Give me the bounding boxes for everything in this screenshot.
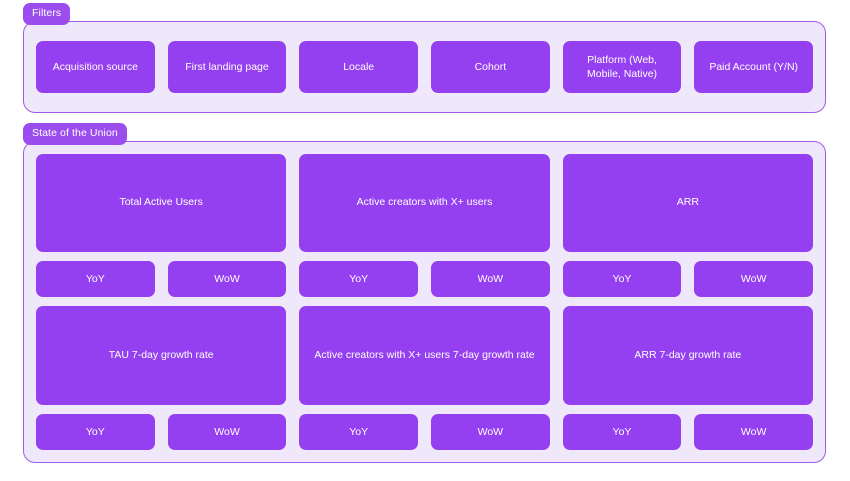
- state-of-the-union-section: State of the Union Total Active Users Yo…: [23, 123, 826, 463]
- filter-chip-acquisition-source[interactable]: Acquisition source: [36, 40, 155, 93]
- metric-card-tau-growth-rate[interactable]: TAU 7-day growth rate: [36, 306, 287, 405]
- metric-card-active-creators-growth-rate[interactable]: Active creators with X+ users 7-day grow…: [299, 306, 550, 405]
- compare-row-active-creators: YoY WoW: [299, 261, 550, 297]
- compare-row-tau-growth-rate: YoY WoW: [36, 413, 287, 450]
- metric-card-arr-growth-rate[interactable]: ARR 7-day growth rate: [562, 306, 813, 405]
- compare-button-tau-yoy[interactable]: YoY: [36, 261, 155, 297]
- compare-button-tau-wow[interactable]: WoW: [167, 261, 287, 297]
- metric-card-total-active-users[interactable]: Total Active Users: [36, 153, 287, 252]
- metric-column-arr: ARR YoY WoW ARR 7-day growth rate YoY Wo…: [562, 153, 813, 450]
- compare-row-arr-growth-rate: YoY WoW: [562, 413, 813, 450]
- metric-card-active-creators[interactable]: Active creators with X+ users: [299, 153, 550, 252]
- compare-button-creators-yoy[interactable]: YoY: [299, 261, 418, 297]
- filter-chip-platform[interactable]: Platform (Web, Mobile, Native): [562, 40, 682, 93]
- compare-row-active-creators-growth-rate: YoY WoW: [299, 413, 550, 450]
- compare-button-arr-yoy[interactable]: YoY: [562, 261, 682, 297]
- compare-button-tau-growth-wow[interactable]: WoW: [167, 413, 287, 450]
- compare-button-creators-growth-yoy[interactable]: YoY: [299, 413, 418, 450]
- metric-column-active-creators: Active creators with X+ users YoY WoW Ac…: [299, 153, 550, 450]
- compare-button-arr-growth-yoy[interactable]: YoY: [562, 413, 682, 450]
- compare-button-tau-growth-yoy[interactable]: YoY: [36, 413, 155, 450]
- filters-section-badge: Filters: [23, 3, 71, 25]
- filters-panel: Acquisition source First landing page Lo…: [23, 20, 826, 113]
- metric-card-arr[interactable]: ARR: [562, 153, 813, 252]
- filter-chip-first-landing-page[interactable]: First landing page: [167, 40, 287, 93]
- filter-chip-locale[interactable]: Locale: [299, 40, 419, 93]
- state-of-the-union-panel: Total Active Users YoY WoW TAU 7-day gro…: [23, 140, 826, 463]
- state-of-the-union-badge: State of the Union: [23, 123, 127, 145]
- compare-row-total-active-users: YoY WoW: [36, 261, 287, 297]
- compare-button-arr-wow[interactable]: WoW: [694, 261, 813, 297]
- compare-row-arr: YoY WoW: [562, 261, 813, 297]
- compare-button-creators-growth-wow[interactable]: WoW: [431, 413, 550, 450]
- compare-button-arr-growth-wow[interactable]: WoW: [694, 413, 813, 450]
- metric-column-total-active-users: Total Active Users YoY WoW TAU 7-day gro…: [36, 153, 287, 450]
- filters-section: Filters Acquisition source First landing…: [23, 3, 826, 113]
- compare-button-creators-wow[interactable]: WoW: [431, 261, 550, 297]
- filter-chip-cohort[interactable]: Cohort: [431, 40, 550, 93]
- filter-chip-paid-account[interactable]: Paid Account (Y/N): [694, 40, 814, 93]
